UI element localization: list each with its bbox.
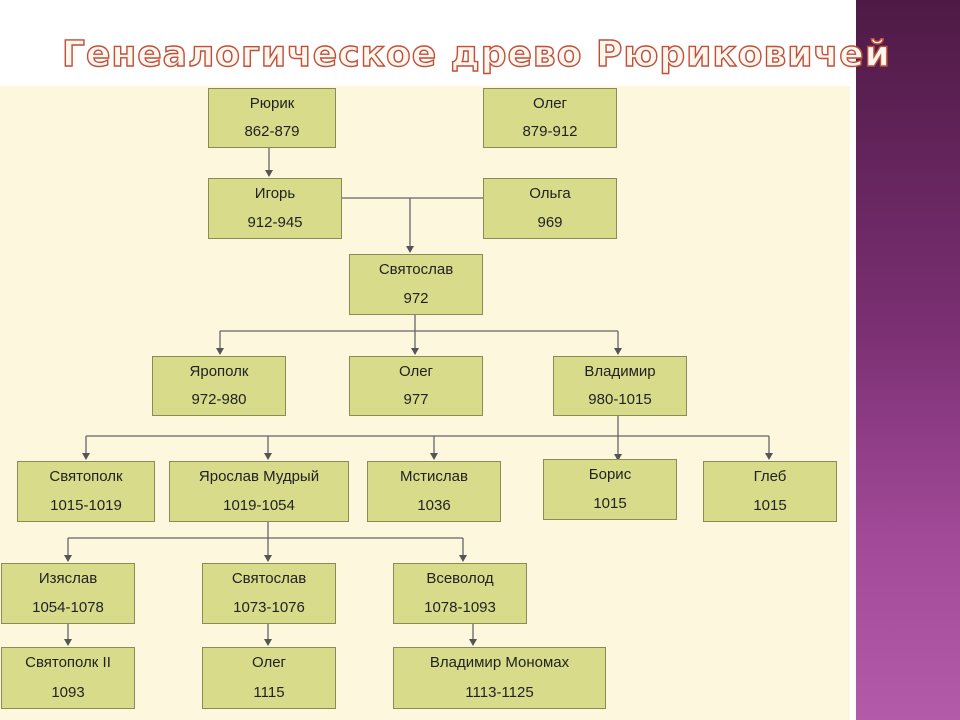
node-years: 1019-1054 [223,497,295,514]
node-oleg3: Олег 1115 [202,647,336,709]
node-gleb: Глеб 1015 [703,461,837,522]
page-title: Генеалогическое древо Рюриковичей [61,33,891,75]
node-name: Всеволод [426,570,494,587]
node-izyaslav: Изяслав 1054-1078 [1,563,135,624]
node-yaropolk: Ярополк 972-980 [152,356,286,416]
decorative-side-panel [856,0,960,720]
node-olga: Ольга 969 [483,178,617,239]
node-igor: Игорь 912-945 [208,178,342,239]
node-name: Борис [588,466,632,483]
node-name: Изяслав [38,570,98,587]
node-name: Ярослав Мудрый [198,468,320,485]
node-years: 977 [403,391,429,408]
node-svyatopolk2: Святополк II 1093 [1,647,135,709]
node-boris: Борис 1015 [543,459,677,520]
node-svyatoslav2: Святослав 1073-1076 [202,563,336,624]
node-years: 1073-1076 [233,599,305,616]
node-svyatopolk1: Святополк 1015-1019 [17,461,155,522]
node-years: 1113-1125 [465,684,534,701]
node-name: Олег [532,95,568,112]
node-name: Святополк [49,468,123,485]
node-years: 862-879 [244,123,300,140]
node-years: 972-980 [191,391,247,408]
node-rurik: Рюрик 862-879 [208,88,336,148]
node-name: Ольга [529,185,571,202]
node-years: 980-1015 [588,391,652,408]
node-name: Святослав [378,261,454,278]
node-years: 969 [537,214,563,231]
node-name: Святополк II [25,654,111,671]
node-vladimir: Владимир 980-1015 [553,356,687,416]
node-name: Владимир Мономах [429,654,570,671]
node-monomakh: Владимир Мономах 1113-1125 [393,647,606,709]
node-name: Святослав [231,570,307,587]
node-years: 972 [403,290,429,307]
node-mstislav: Мстислав 1036 [367,461,501,522]
node-years: 879-912 [522,123,578,140]
node-years: 1054-1078 [32,599,104,616]
node-name: Владимир [584,363,656,380]
node-years: 1015 [753,497,787,514]
node-name: Рюрик [249,95,295,112]
node-name: Ярополк [189,363,249,380]
node-name: Олег [251,654,287,671]
node-name: Олег [398,363,434,380]
node-years: 1078-1093 [424,599,496,616]
node-years: 912-945 [247,214,303,231]
node-oleg2: Олег 977 [349,356,483,416]
node-yaroslav: Ярослав Мудрый 1019-1054 [169,461,349,522]
node-years: 1015 [593,495,627,512]
node-vsevolod: Всеволод 1078-1093 [393,563,527,624]
node-years: 1115 [253,684,285,701]
node-oleg1: Олег 879-912 [483,88,617,148]
node-name: Глеб [753,468,787,485]
node-name: Мстислав [400,468,468,485]
node-years: 1093 [51,684,85,701]
node-name: Игорь [254,185,296,202]
node-svyatoslav1: Святослав 972 [349,254,483,315]
node-years: 1015-1019 [50,497,122,514]
node-years: 1036 [417,497,451,514]
